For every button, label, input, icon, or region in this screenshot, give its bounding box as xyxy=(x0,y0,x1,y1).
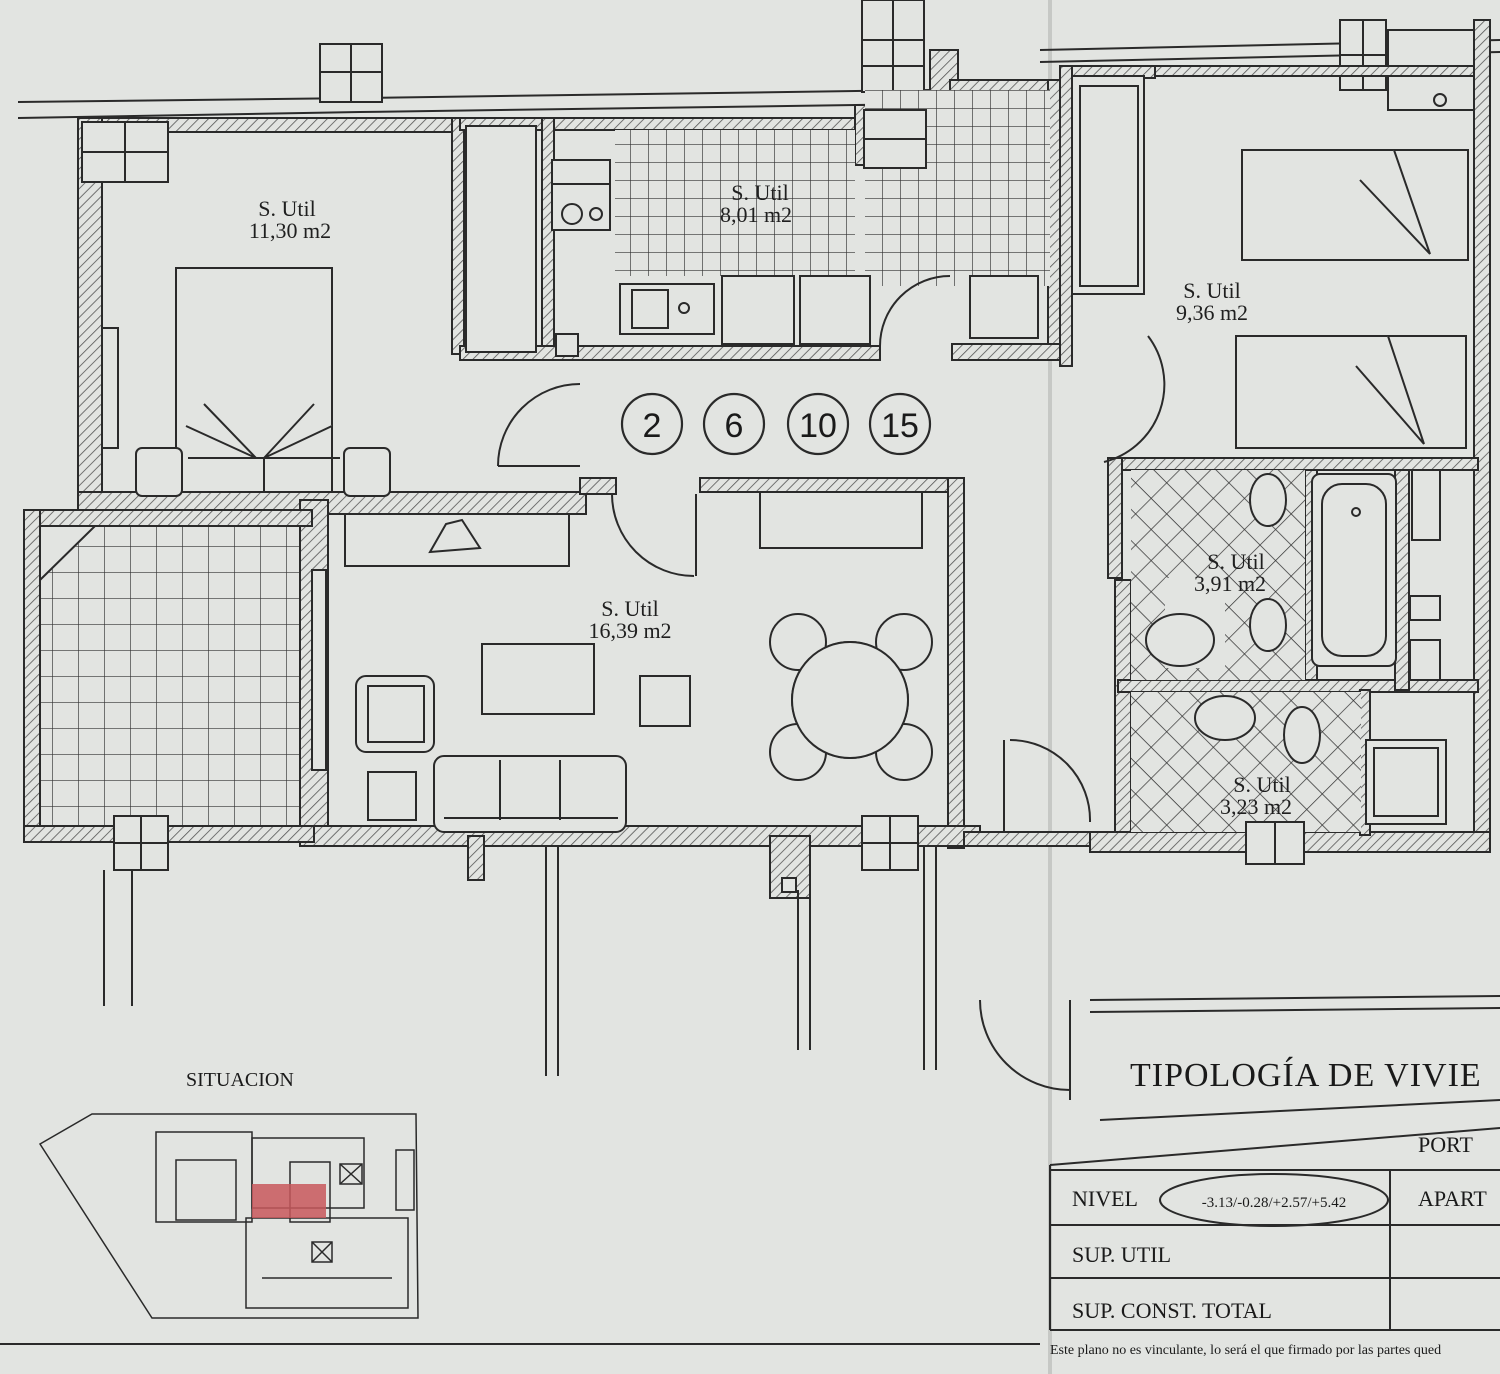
port-label: PORT xyxy=(1418,1132,1473,1157)
unit-number-1: 2 xyxy=(643,407,662,445)
exterior-walls xyxy=(23,49,1095,899)
right-bedroom-furniture xyxy=(1071,75,1469,449)
disclaimer-text: Este plano no es vinculante, lo será el … xyxy=(1050,1343,1441,1358)
situacion-label: SITUACION xyxy=(186,1069,294,1091)
unit-number-3: 10 xyxy=(799,407,837,445)
room-area-kitchen: 8,01 m2 xyxy=(720,202,792,227)
unit-number-4: 15 xyxy=(881,407,919,445)
room-label-bathroom-1: S. Util xyxy=(1207,549,1264,574)
room-area-living: 16,39 m2 xyxy=(588,618,671,643)
situacion-map xyxy=(38,1113,419,1319)
nivel-label: NIVEL xyxy=(1072,1186,1138,1211)
living-room-furniture xyxy=(311,491,933,833)
sup-util-label: SUP. UTIL xyxy=(1072,1242,1171,1267)
sup-const-label: SUP. CONST. TOTAL xyxy=(1072,1298,1272,1323)
apart-label: APART xyxy=(1418,1186,1487,1211)
terrace-tiles xyxy=(39,525,301,827)
bathroom-fixtures xyxy=(1145,469,1447,825)
plan-title: TIPOLOGÍA DE VIVIE xyxy=(1130,1057,1482,1094)
room-label-bedroom-2: S. Util xyxy=(1183,278,1240,303)
right-apartment-walls xyxy=(1059,19,1491,853)
kitchen-furniture xyxy=(551,109,1039,357)
nivel-value: -3.13/-0.28/+2.57/+5.42 xyxy=(1202,1195,1346,1211)
room-label-kitchen: S. Util xyxy=(731,180,788,205)
unit-number-2: 6 xyxy=(725,407,744,445)
room-area-bathroom-1: 3,91 m2 xyxy=(1194,571,1266,596)
bottom-structure xyxy=(103,815,1500,1121)
room-label-living: S. Util xyxy=(601,596,658,621)
door-swings xyxy=(497,275,1166,1100)
room-area-bathroom-2: 3,23 m2 xyxy=(1220,794,1292,819)
unit-numbers xyxy=(620,392,932,456)
kitchen-floor-tiles xyxy=(615,130,855,276)
room-label-bedroom-1: S. Util xyxy=(258,196,315,221)
room-area-bedroom-2: 9,36 m2 xyxy=(1176,300,1248,325)
room-label-bathroom-2: S. Util xyxy=(1233,772,1290,797)
situacion-highlight xyxy=(252,1184,326,1218)
room-labels: S. Util 11,30 m2 S. Util 8,01 m2 S. Util… xyxy=(249,180,1292,819)
top-street-lines xyxy=(17,39,1500,119)
room-area-bedroom-1: 11,30 m2 xyxy=(249,218,331,243)
info-table xyxy=(0,1127,1500,1345)
bedroom-furniture xyxy=(81,121,537,497)
